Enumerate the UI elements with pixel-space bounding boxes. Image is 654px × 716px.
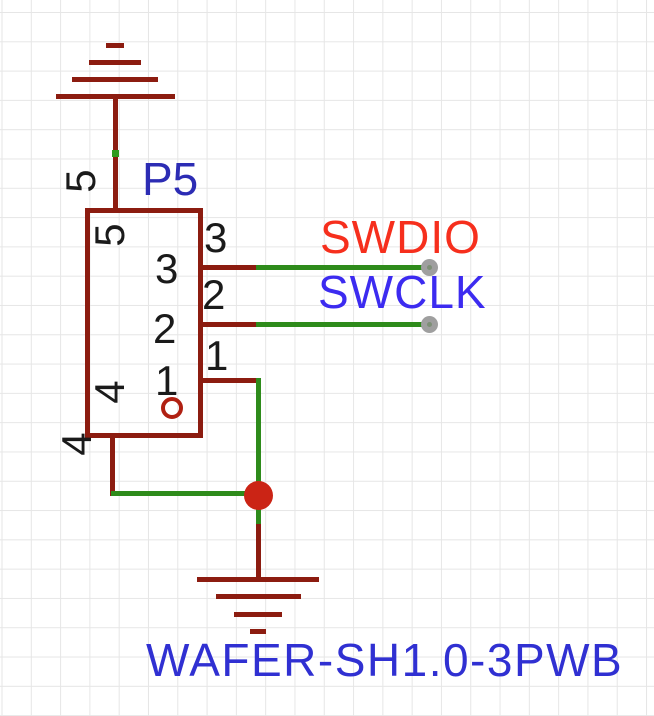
- net-label-swclk[interactable]: SWCLK: [318, 266, 487, 318]
- pad-number-5: 5: [57, 169, 104, 193]
- pin3-stub[interactable]: [200, 265, 258, 270]
- ground-bottom-stub[interactable]: [256, 524, 261, 580]
- pin-name-1: 1: [155, 357, 179, 404]
- pin1-marker-ring: [161, 397, 183, 419]
- junction-dot[interactable]: [244, 481, 273, 510]
- ground-bottom-bar-2: [216, 594, 301, 599]
- pin4-stub[interactable]: [110, 435, 115, 496]
- component-part-name[interactable]: WAFER-SH1.0-3PWB: [146, 634, 624, 686]
- wire-endpoint-swclk[interactable]: [421, 316, 438, 333]
- ground-top-bar-2: [89, 60, 141, 65]
- ground-bottom-bar-4: [250, 629, 266, 634]
- endpoint-dot-icon: [427, 322, 432, 327]
- ground-top-bar-1: [106, 43, 124, 48]
- wire-swdio[interactable]: [256, 265, 422, 270]
- wire-pin4-horizontal[interactable]: [111, 491, 259, 496]
- net-label-swdio[interactable]: SWDIO: [320, 211, 481, 263]
- pin-name-5: 5: [86, 223, 133, 247]
- wire-junction-down[interactable]: [256, 494, 261, 526]
- pin1-stub[interactable]: [200, 378, 261, 383]
- component-designator[interactable]: P5: [142, 153, 199, 205]
- ground-top-bar-3: [72, 77, 158, 82]
- pin2-stub[interactable]: [200, 322, 258, 327]
- pin-name-3: 3: [155, 245, 179, 292]
- pin-name-4: 4: [86, 380, 133, 404]
- wire-pin1-vertical[interactable]: [256, 378, 261, 500]
- wire-swclk[interactable]: [256, 322, 422, 327]
- endpoint-dot-icon: [427, 265, 432, 270]
- pad-number-4: 4: [53, 432, 100, 456]
- pin-name-2: 2: [153, 305, 177, 352]
- ground-bottom-bar-3: [234, 612, 282, 617]
- pad-number-2: 2: [202, 271, 226, 318]
- ground-bottom-bar-1: [197, 577, 319, 582]
- pad-number-1: 1: [205, 332, 229, 379]
- pad-number-3: 3: [204, 214, 228, 261]
- pin5-net-stub[interactable]: [112, 150, 119, 157]
- wire-endpoint-swdio[interactable]: [421, 259, 438, 276]
